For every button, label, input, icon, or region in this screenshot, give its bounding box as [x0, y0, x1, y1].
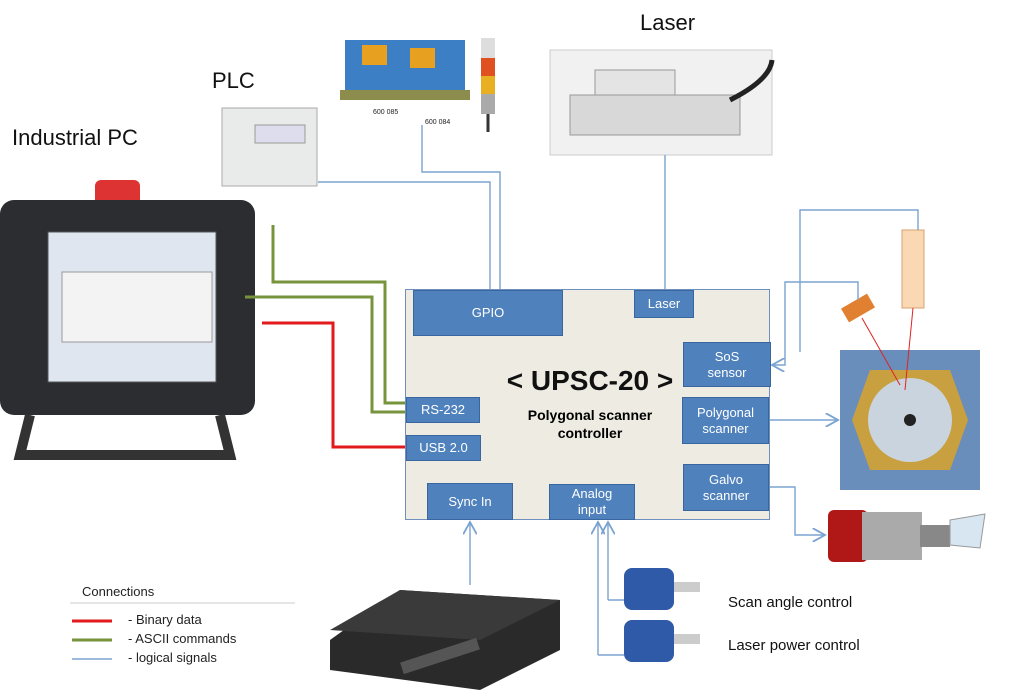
plc-image [221, 107, 318, 187]
logical-signal-lines [318, 125, 919, 656]
motion-stage-image [330, 590, 560, 690]
laser-image [549, 49, 775, 156]
controller-subtitle: Polygonal scanner controller [527, 407, 653, 441]
binary-data-line [262, 321, 406, 449]
legend-title: Connections [82, 584, 155, 599]
laser-power-label: Laser power control [728, 637, 860, 654]
module-polygonal-scanner: Polygonal scanner [682, 397, 769, 444]
module-usb: USB 2.0 [406, 435, 481, 461]
module-sync-in: Sync In [427, 483, 513, 520]
polygonal-scanner-image [840, 229, 980, 490]
industrial-pc-label: Industrial PC [12, 125, 138, 150]
relay-image [340, 40, 470, 100]
industrial-pc-image [0, 180, 255, 460]
relay-label-1: 600 085 [373, 109, 398, 116]
module-rs232: RS-232 [406, 397, 480, 423]
ascii-command-lines [245, 225, 406, 414]
galvo-scanner-image [828, 510, 986, 562]
legend-item-binary: - Binary data [128, 612, 202, 627]
controller-title: < UPSC-20 > [506, 365, 674, 396]
module-galvo-scanner: Galvo scanner [683, 464, 769, 511]
potentiometer-image [624, 568, 700, 662]
plc-label: PLC [212, 68, 255, 93]
legend-item-ascii: - ASCII commands [128, 631, 237, 646]
module-gpio: GPIO [413, 290, 563, 336]
relay-label-2: 600 084 [425, 119, 450, 126]
legend-item-logical: - logical signals [128, 650, 217, 665]
module-sos-sensor: SoS sensor [683, 342, 771, 387]
stack-light-image [481, 38, 495, 132]
module-laser: Laser [634, 290, 694, 318]
scan-angle-label: Scan angle control [728, 594, 853, 611]
laser-label: Laser [640, 10, 696, 35]
module-analog-input: Analog input [549, 484, 635, 520]
